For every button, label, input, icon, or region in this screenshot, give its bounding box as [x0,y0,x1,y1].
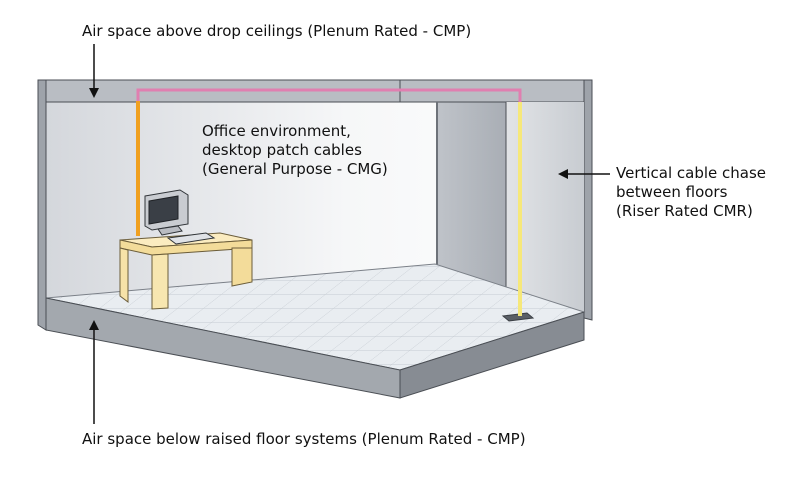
office-label-line-1: Office environment, [202,122,351,140]
left-wall-edge [37,79,47,331]
right-wall-edge [583,79,593,321]
desk-leg-left [119,247,129,303]
desk-leg-front [151,253,169,310]
floor-plenum-side [399,311,585,399]
chase-label: Vertical cable chase between floors (Ris… [616,164,766,221]
chase-label-line-1: Vertical cable chase [616,164,767,182]
chase-interior [506,102,584,312]
chase-label-line-2: between floors [616,183,728,201]
ceiling-label: Air space above drop ceilings (Plenum Ra… [82,22,472,40]
chase-label-line-3: (Riser Rated CMR) [616,202,753,220]
desk-leg-right [231,247,253,287]
plenum-cable [136,88,522,102]
office-label: Office environment, desktop patch cables… [202,122,388,179]
monitor-base [157,225,183,236]
office-label-line-3: (General Purpose - CMG) [202,160,388,178]
keyboard [166,232,216,245]
floor-label: Air space below raised floor systems (Pl… [82,430,526,448]
office-label-line-2: desktop patch cables [202,141,362,159]
monitor-screen [148,195,179,225]
